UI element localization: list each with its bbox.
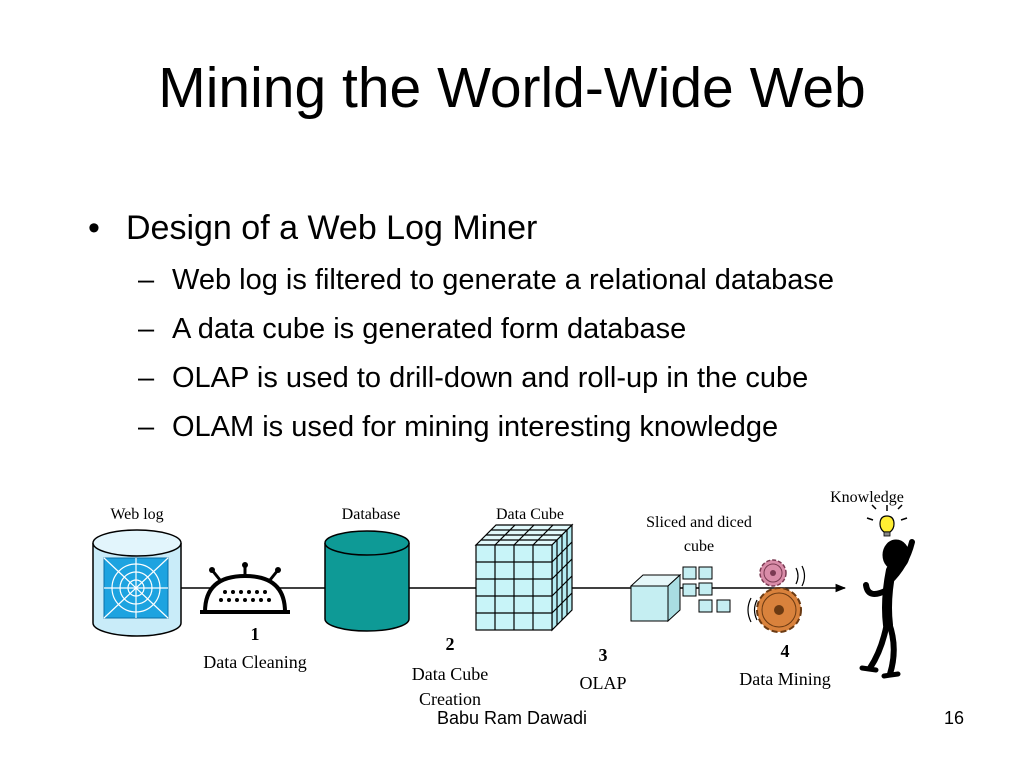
gears-icon	[747, 559, 806, 633]
spider-web-icon	[103, 557, 169, 619]
label-knowledge: Knowledge	[830, 489, 904, 506]
data-cube-icon	[474, 523, 574, 632]
bullet-list: • Design of a Web Log Miner –Web log is …	[86, 206, 834, 452]
web-log-miner-diagram: Web log 1 Data Cleaning Database	[92, 489, 915, 709]
step-4-number: 4	[781, 641, 790, 661]
footer-author: Babu Ram Dawadi	[436, 708, 588, 728]
dash-icon: –	[138, 411, 155, 443]
dash-icon: –	[138, 313, 155, 345]
step-4-label: Data Mining	[739, 669, 831, 689]
step-2-number: 2	[446, 634, 455, 654]
dash-icon: –	[138, 264, 155, 296]
sub-bullet-text: OLAM is used for mining interesting know…	[172, 411, 779, 443]
sub-bullet-list: –Web log is filtered to generate a relat…	[138, 256, 834, 452]
sub-bullet: –Web log is filtered to generate a relat…	[138, 256, 834, 305]
step-1-label: Data Cleaning	[203, 652, 306, 672]
bullet-dot-icon: •	[88, 209, 100, 247]
sub-bullet: –A data cube is generated form database	[138, 305, 834, 354]
step-1-number: 1	[251, 624, 260, 644]
bullet-main-text: Design of a Web Log Miner	[126, 209, 538, 247]
lightbulb-icon	[866, 504, 908, 537]
sub-bullet: –OLAM is used for mining interesting kno…	[138, 403, 834, 452]
label-sliced-line2: cube	[684, 538, 714, 555]
step-3-number: 3	[599, 645, 608, 665]
database-cylinder-icon	[324, 530, 410, 632]
sub-bullet-text: A data cube is generated form database	[172, 313, 687, 345]
person-idea-icon	[859, 504, 915, 679]
label-sliced-line1: Sliced and diced	[646, 514, 752, 531]
sub-bullet: –OLAP is used to drill-down and roll-up …	[138, 354, 834, 403]
step-3-label: OLAP	[579, 673, 626, 693]
filter-device-icon	[200, 562, 290, 614]
bullet-main: • Design of a Web Log Miner	[86, 206, 834, 250]
page-number: 16	[943, 708, 964, 728]
label-data-cube: Data Cube	[496, 506, 564, 523]
label-web-log: Web log	[110, 506, 163, 523]
slide-title: Mining the World-Wide Web	[158, 56, 866, 120]
sliced-cube-icon	[629, 566, 731, 623]
dash-icon: –	[138, 362, 155, 394]
sub-bullet-text: OLAP is used to drill-down and roll-up i…	[172, 362, 809, 394]
label-database: Database	[342, 506, 401, 523]
sub-bullet-text: Web log is filtered to generate a relati…	[172, 264, 835, 296]
web-log-cylinder-icon	[92, 529, 182, 637]
step-2-label-line2: Creation	[419, 689, 481, 709]
step-2-label-line1: Data Cube	[412, 664, 488, 684]
